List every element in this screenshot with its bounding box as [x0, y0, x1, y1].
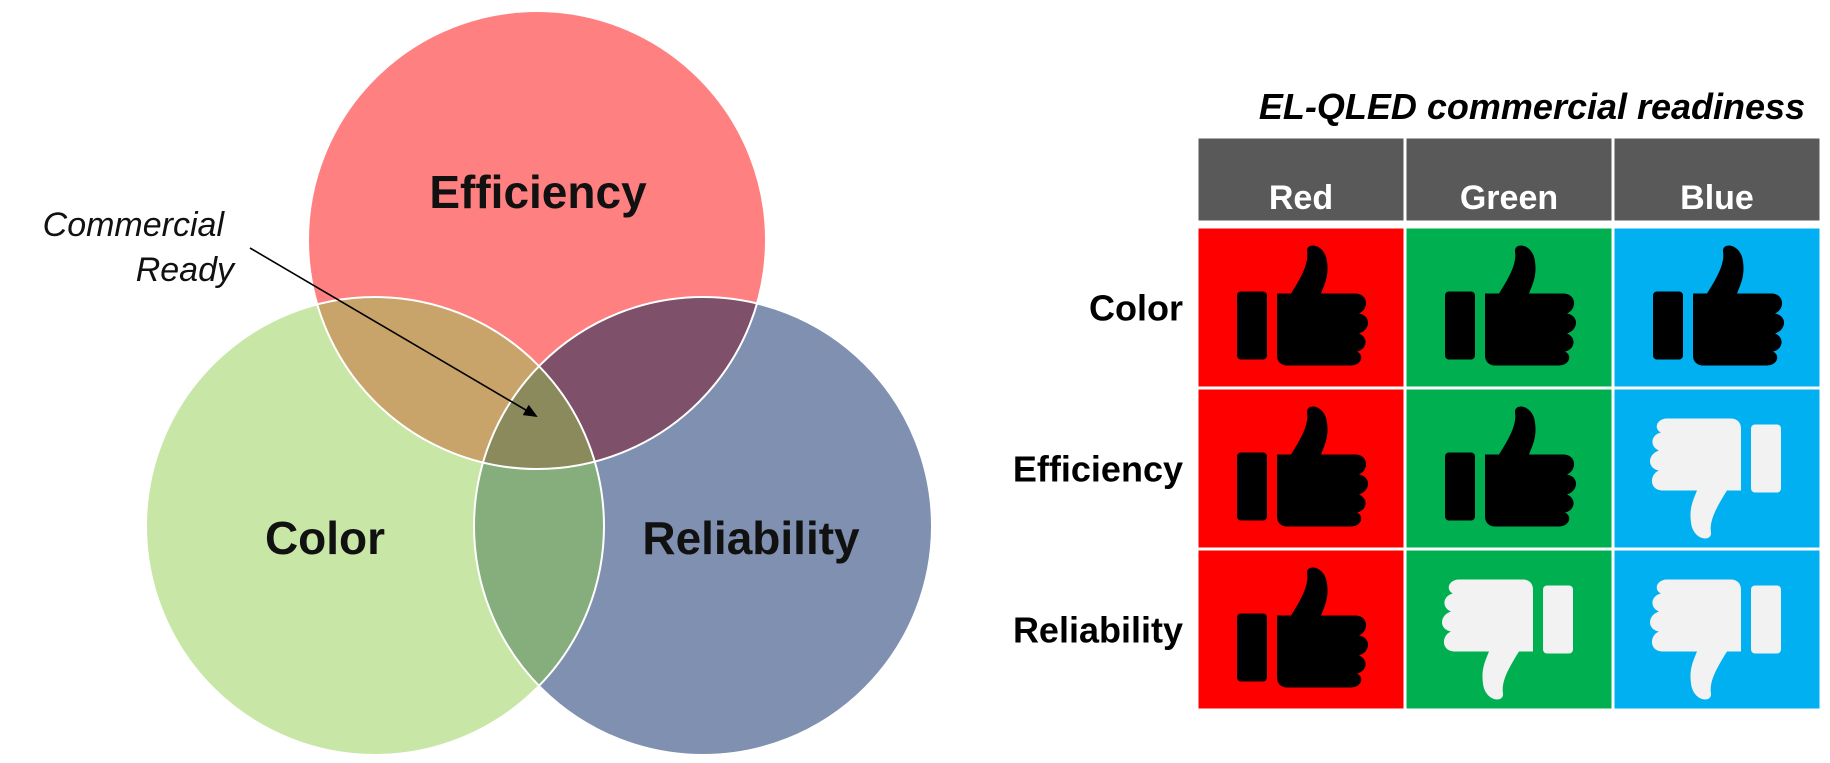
column-header-label: Red: [1269, 179, 1333, 217]
efficiency-label: Efficiency: [429, 166, 647, 218]
efficiency-reliability-overlap: [474, 297, 766, 469]
row-label: Color: [1089, 288, 1183, 329]
efficiency-circle-edge: [307, 10, 767, 470]
column-header-cell: [1403, 135, 1615, 224]
column-header-cell: [1195, 135, 1407, 224]
reliability-label: Reliability: [642, 512, 860, 564]
readiness-table: EL-QLED commercial readiness Red Green Blu…: [1013, 86, 1823, 712]
color-circle-edge: [145, 296, 605, 756]
row-label: Efficiency: [1013, 449, 1183, 490]
table-title: EL-QLED commercial readiness: [1259, 86, 1805, 127]
column-header-label: Green: [1460, 179, 1558, 217]
efficiency-color-overlap: [308, 297, 604, 469]
column-header-label: Blue: [1680, 179, 1754, 217]
row-label: Reliability: [1013, 610, 1183, 651]
annotation-arrow: [249, 247, 538, 418]
commercial-annotation-line1: Commercial: [43, 206, 226, 244]
color-label: Color: [265, 512, 385, 564]
commercial-annotation-line2: Ready: [136, 251, 236, 289]
venn-diagram: Efficiency Color Reliability Commercial …: [43, 10, 933, 756]
reliability-circle-edge: [473, 296, 933, 756]
column-header-cell: [1611, 135, 1823, 224]
